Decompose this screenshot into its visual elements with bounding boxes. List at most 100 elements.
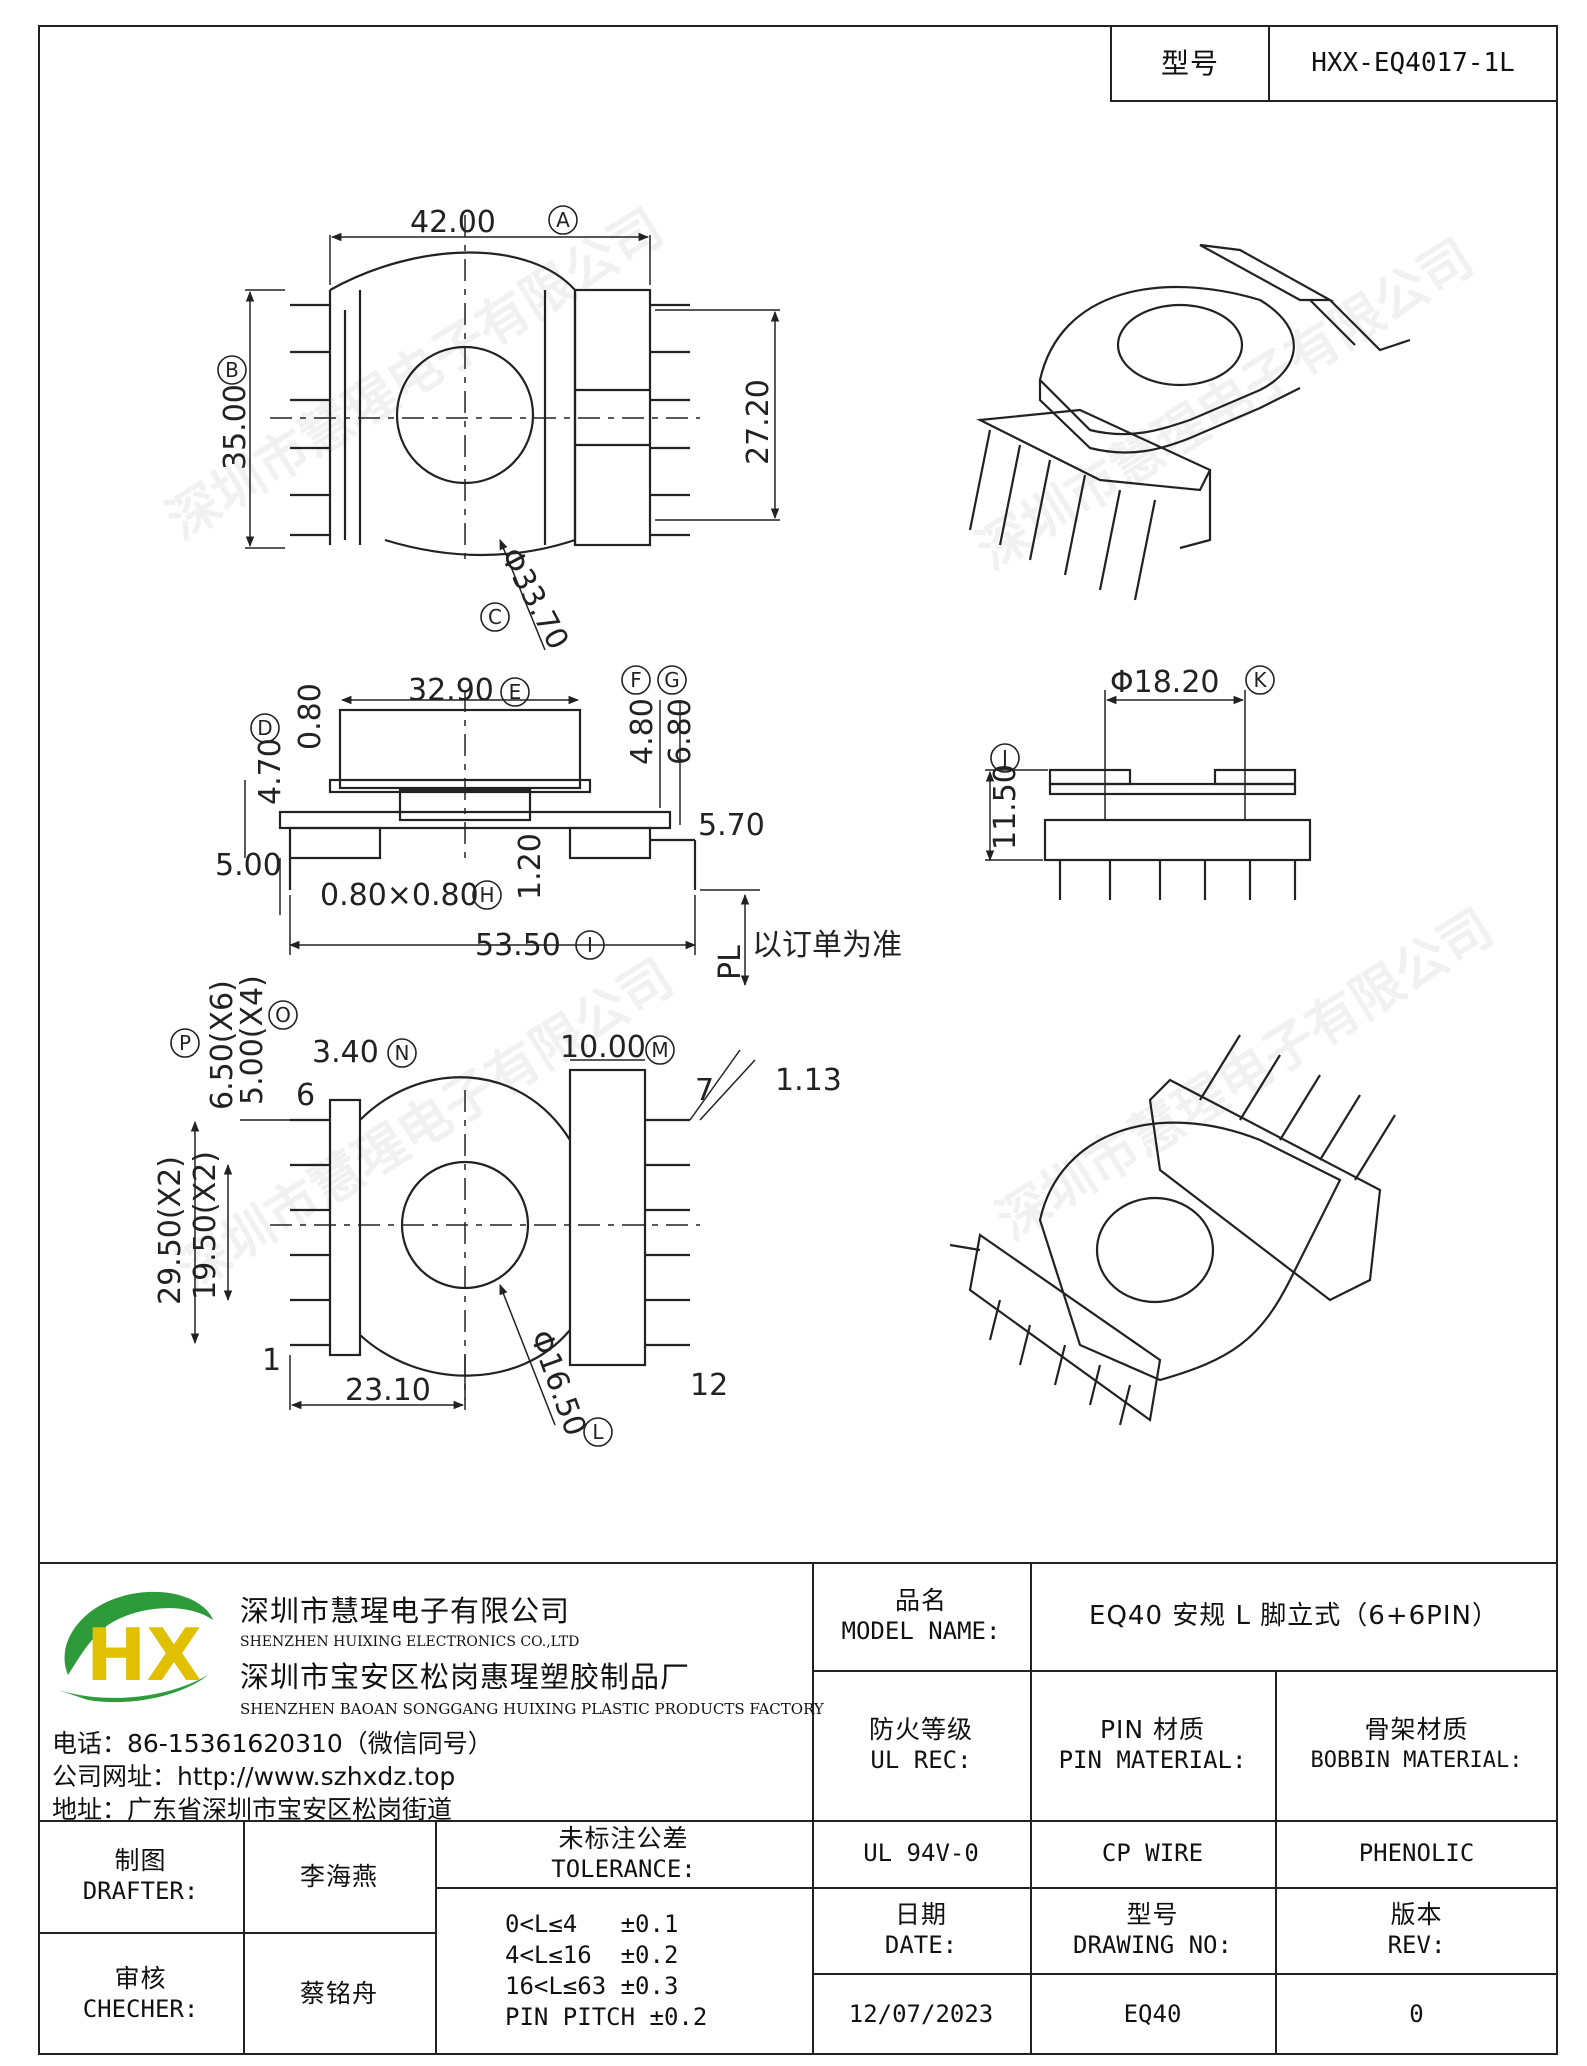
- marker-g: G: [657, 665, 687, 695]
- tb-line-top: [38, 1562, 1558, 1564]
- bobbin-material-label: 骨架材质 BOBBIN MATERIAL:: [1310, 1715, 1523, 1773]
- svg-text:L: L: [592, 1420, 604, 1444]
- tb-line-tol-split: [435, 1887, 813, 1889]
- front-view: [985, 690, 1312, 900]
- svg-text:B: B: [225, 358, 239, 382]
- marker-i: I: [575, 930, 605, 960]
- iso-view-top: [968, 243, 1411, 601]
- model-name-value: EQ40 安规 L 脚立式（6+6PIN）: [1089, 1600, 1499, 1631]
- dim-500x4: 5.00(X4): [235, 975, 270, 1105]
- tolerance-values: 0<L≤4 ±0.1 4<L≤16 ±0.2 16<L≤63 ±0.3 PIN …: [505, 1910, 708, 2031]
- dim-340: 3.40: [312, 1035, 379, 1070]
- marker-c: C: [480, 602, 510, 632]
- svg-text:J: J: [1000, 746, 1008, 770]
- svg-text:I: I: [587, 933, 593, 957]
- pl-note: 以订单为准: [752, 928, 902, 963]
- svg-text:P: P: [179, 1031, 191, 1055]
- logo-text: HX: [86, 1613, 202, 1697]
- tb-line-model-bottom: [812, 1670, 1558, 1672]
- dim-2720: 27.20: [741, 379, 776, 465]
- svg-text:K: K: [1253, 668, 1267, 692]
- circled-markers: A B C D E F G H I J K L M N O P: [170, 205, 1275, 1447]
- ul-rec-value: UL 94V-0: [863, 1839, 979, 1867]
- svg-text:H: H: [479, 883, 494, 907]
- svg-text:G: G: [664, 668, 680, 692]
- marker-e: E: [500, 677, 530, 707]
- tb-v-col3: [1275, 1670, 1277, 2055]
- angle-label: 7: [695, 1073, 714, 1108]
- model-name-label: 品名 MODEL NAME:: [841, 1586, 1001, 1645]
- pin-material-value: CP WIRE: [1101, 1839, 1204, 1867]
- drafter-name: 李海燕: [299, 1861, 378, 1891]
- marker-p: P: [170, 1028, 200, 1058]
- dim-1000: 10.00: [560, 1030, 646, 1065]
- pin-material-label: PIN 材质 PIN MATERIAL:: [1058, 1715, 1247, 1774]
- company-name-2: 深圳市宝安区松岗惠瑆塑胶制品厂: [240, 1660, 691, 1694]
- svg-text:E: E: [509, 680, 522, 704]
- marker-h: H: [472, 880, 502, 910]
- rev-value: 0: [1409, 1999, 1424, 2028]
- svg-text:C: C: [488, 605, 502, 629]
- svg-text:A: A: [556, 208, 570, 232]
- company-phone: 电话：86-15361620310（微信同号）: [52, 1729, 493, 1758]
- date-label: 日期 DATE:: [884, 1900, 958, 1959]
- checker-label: 审核 CHECHER:: [82, 1963, 199, 2023]
- model-value-cell: HXX-EQ4017-1L: [1268, 25, 1558, 102]
- ul-rec-label: 防火等级 UL REC:: [868, 1715, 973, 1774]
- dim-650: 6.50(X6): [205, 980, 240, 1110]
- marker-d: D: [250, 713, 280, 743]
- dim-pl: PL: [713, 945, 748, 980]
- company-name-1: 深圳市慧瑆电子有限公司: [240, 1594, 571, 1628]
- svg-text:F: F: [630, 668, 642, 692]
- iso-view-bottom: [949, 1034, 1396, 1426]
- marker-l: L: [583, 1417, 613, 1447]
- marker-o: O: [268, 1000, 298, 1030]
- tb-v-col2: [1030, 1562, 1032, 2055]
- company-name-2-en: SHENZHEN BAOAN SONGGANG HUIXING PLASTIC …: [240, 1700, 824, 1718]
- bottom-view: [190, 1049, 756, 1426]
- drawing-frame: [38, 25, 1558, 2055]
- company-logo: HX: [58, 1591, 213, 1703]
- drawing-no-value: EQ40: [1123, 1999, 1182, 2028]
- pin-label-6: 6: [296, 1078, 315, 1113]
- dim-2950: 29.50(X2): [153, 1156, 188, 1305]
- technical-drawing: 42.00 35.00 27.20 Φ33.70 32.90 0.80 4.70…: [153, 205, 1411, 1447]
- dim-120: 1.20: [513, 833, 548, 900]
- model-value: HXX-EQ4017-1L: [1311, 48, 1515, 78]
- marker-a: A: [548, 205, 578, 235]
- drawing-no-label: 型号 DRAWING NO:: [1073, 1900, 1232, 1959]
- dim-3370: Φ33.70: [493, 542, 575, 655]
- dim-500: 5.00: [215, 848, 282, 883]
- dim-3290: 32.90: [408, 673, 494, 708]
- dim-1650: Φ16.50: [522, 1326, 592, 1441]
- dim-480: 4.80: [625, 698, 660, 765]
- tb-v-company: [812, 1562, 814, 2055]
- marker-k: K: [1245, 665, 1275, 695]
- svg-text:M: M: [651, 1038, 668, 1062]
- dim-1950: 19.50(X2): [188, 1151, 223, 1300]
- checker-name: 蔡铭舟: [299, 1979, 378, 2008]
- model-label: 型号: [1160, 47, 1219, 80]
- dim-5350: 53.50: [475, 928, 561, 963]
- dim-680: 6.80: [663, 698, 698, 765]
- marker-f: F: [621, 665, 651, 695]
- marker-n: N: [387, 1038, 417, 1068]
- dim-1150: 11.50: [988, 764, 1023, 850]
- side-view: [244, 690, 760, 987]
- rev-label: 版本 REV:: [1387, 1900, 1446, 1959]
- company-name-1-en: SHENZHEN HUIXING ELECTRONICS CO.,LTD: [240, 1634, 580, 1650]
- tb-line-company-bottom: [38, 1820, 1558, 1822]
- marker-m: M: [645, 1035, 675, 1065]
- tolerance-label: 未标注公差 TOLERANCE:: [551, 1823, 696, 1883]
- tb-v-name: [435, 1820, 437, 2055]
- drafter-label: 制图 DRAFTER:: [82, 1846, 199, 1905]
- bobbin-material-value: PHENOLIC: [1358, 1839, 1475, 1867]
- dim-570: 5.70: [698, 808, 765, 843]
- pin-label-12: 12: [690, 1368, 728, 1403]
- dim-1820: Φ18.20: [1110, 665, 1220, 700]
- date-value: 12/07/2023: [848, 1999, 994, 2028]
- svg-text:N: N: [395, 1041, 410, 1065]
- marker-b: B: [217, 355, 247, 385]
- dim-2310: 23.10: [345, 1373, 431, 1408]
- dim-35: 35.00: [218, 384, 253, 470]
